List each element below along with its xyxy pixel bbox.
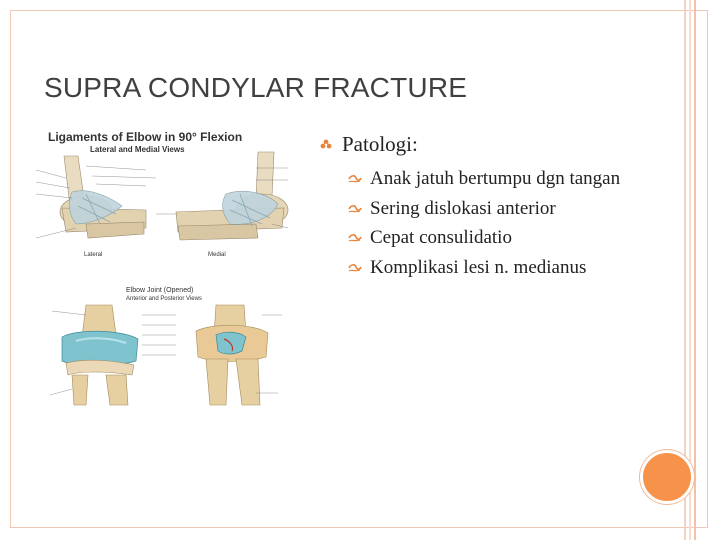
scroll-bullet-icon — [348, 204, 362, 213]
figure-heading: Elbow Joint (Opened) — [126, 287, 194, 294]
medial-label: Medial — [208, 252, 226, 258]
flower-bullet-icon — [320, 139, 332, 149]
elbow-ligaments-illustration — [35, 151, 289, 241]
list-item-text: Anak jatuh bertumpu dgn tangan — [370, 168, 621, 189]
elbow-joint-illustration — [49, 304, 282, 406]
bullet-heading-text: Patologi: — [342, 132, 418, 156]
list-item-text: Sering dislokasi anterior — [370, 197, 556, 219]
figure-subheading: Anterior and Posterior Views — [126, 296, 202, 302]
orange-circle-ornament — [640, 450, 694, 504]
elbow-ligaments-figure: Ligaments of Elbow in 90° Flexion Latera… — [26, 128, 296, 268]
elbow-joint-opened-figure: Elbow Joint (Opened) Anterior and Poster… — [46, 285, 286, 410]
slide-title: SUPRA CONDYLAR FRACTURE — [44, 72, 468, 103]
scroll-bullet-icon — [348, 175, 362, 183]
right-decorative-lines — [684, 0, 698, 540]
scroll-bullet-icon — [348, 263, 362, 272]
lateral-label: Lateral — [84, 252, 103, 258]
figure-heading: Ligaments of Elbow in 90° Flexion — [48, 130, 243, 144]
figure-subheading: Lateral and Medial Views — [90, 145, 185, 154]
list-item-text: Komplikasi lesi n. medianus — [370, 256, 587, 278]
list-item-text: Cepat consulidatio — [370, 227, 512, 248]
scroll-bullet-icon — [348, 234, 362, 242]
